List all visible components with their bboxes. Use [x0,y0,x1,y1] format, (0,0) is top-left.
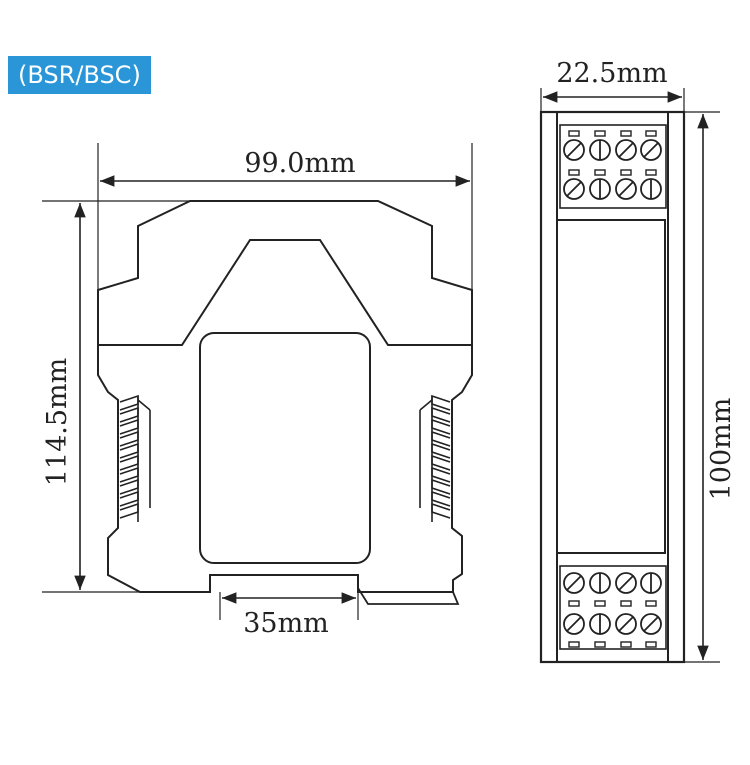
side-body [539,110,686,664]
terminal-screw-icon [615,130,637,161]
terminal-screw-icon [615,572,637,607]
terminal-screw-icon [563,613,585,648]
side-view: 22.5mm 100mm [539,58,737,664]
terminal-screw-icon [640,130,662,161]
left-vent [119,394,151,522]
terminal-screw-icon [589,572,611,607]
housing-dome [98,239,472,346]
terminal-screw-icon [563,130,585,161]
terminal-screw-icon [640,169,662,200]
terminal-screw-icon [589,130,611,161]
terminal-screw-icon [563,572,585,607]
terminal-screw-icon [563,169,585,200]
terminal-screw-icon [640,572,662,607]
height-label: 114.5mm [42,358,73,487]
side-panel [556,219,666,554]
terminal-screw-icon [640,613,662,648]
terminal-screw-icon [615,169,637,200]
terminal-screws [563,130,662,648]
terminal-screw-icon [615,613,637,648]
side-width-label: 22.5mm [556,58,667,89]
terminal-screw-icon [589,613,611,648]
terminal-block-top [559,124,667,209]
housing-outline [97,200,473,593]
width-label: 99.0mm [244,148,355,179]
model-badge: (BSR/BSC) [8,56,151,94]
side-height-label: 100mm [706,398,737,501]
terminal-block-bottom [559,565,667,650]
rail-label: 35mm [243,608,329,639]
din-clip [357,587,460,605]
front-view: 99.0mm 114.5mm 35mm [42,143,473,639]
right-vent [419,394,451,522]
label-window [199,332,371,564]
terminal-screw-icon [589,169,611,200]
